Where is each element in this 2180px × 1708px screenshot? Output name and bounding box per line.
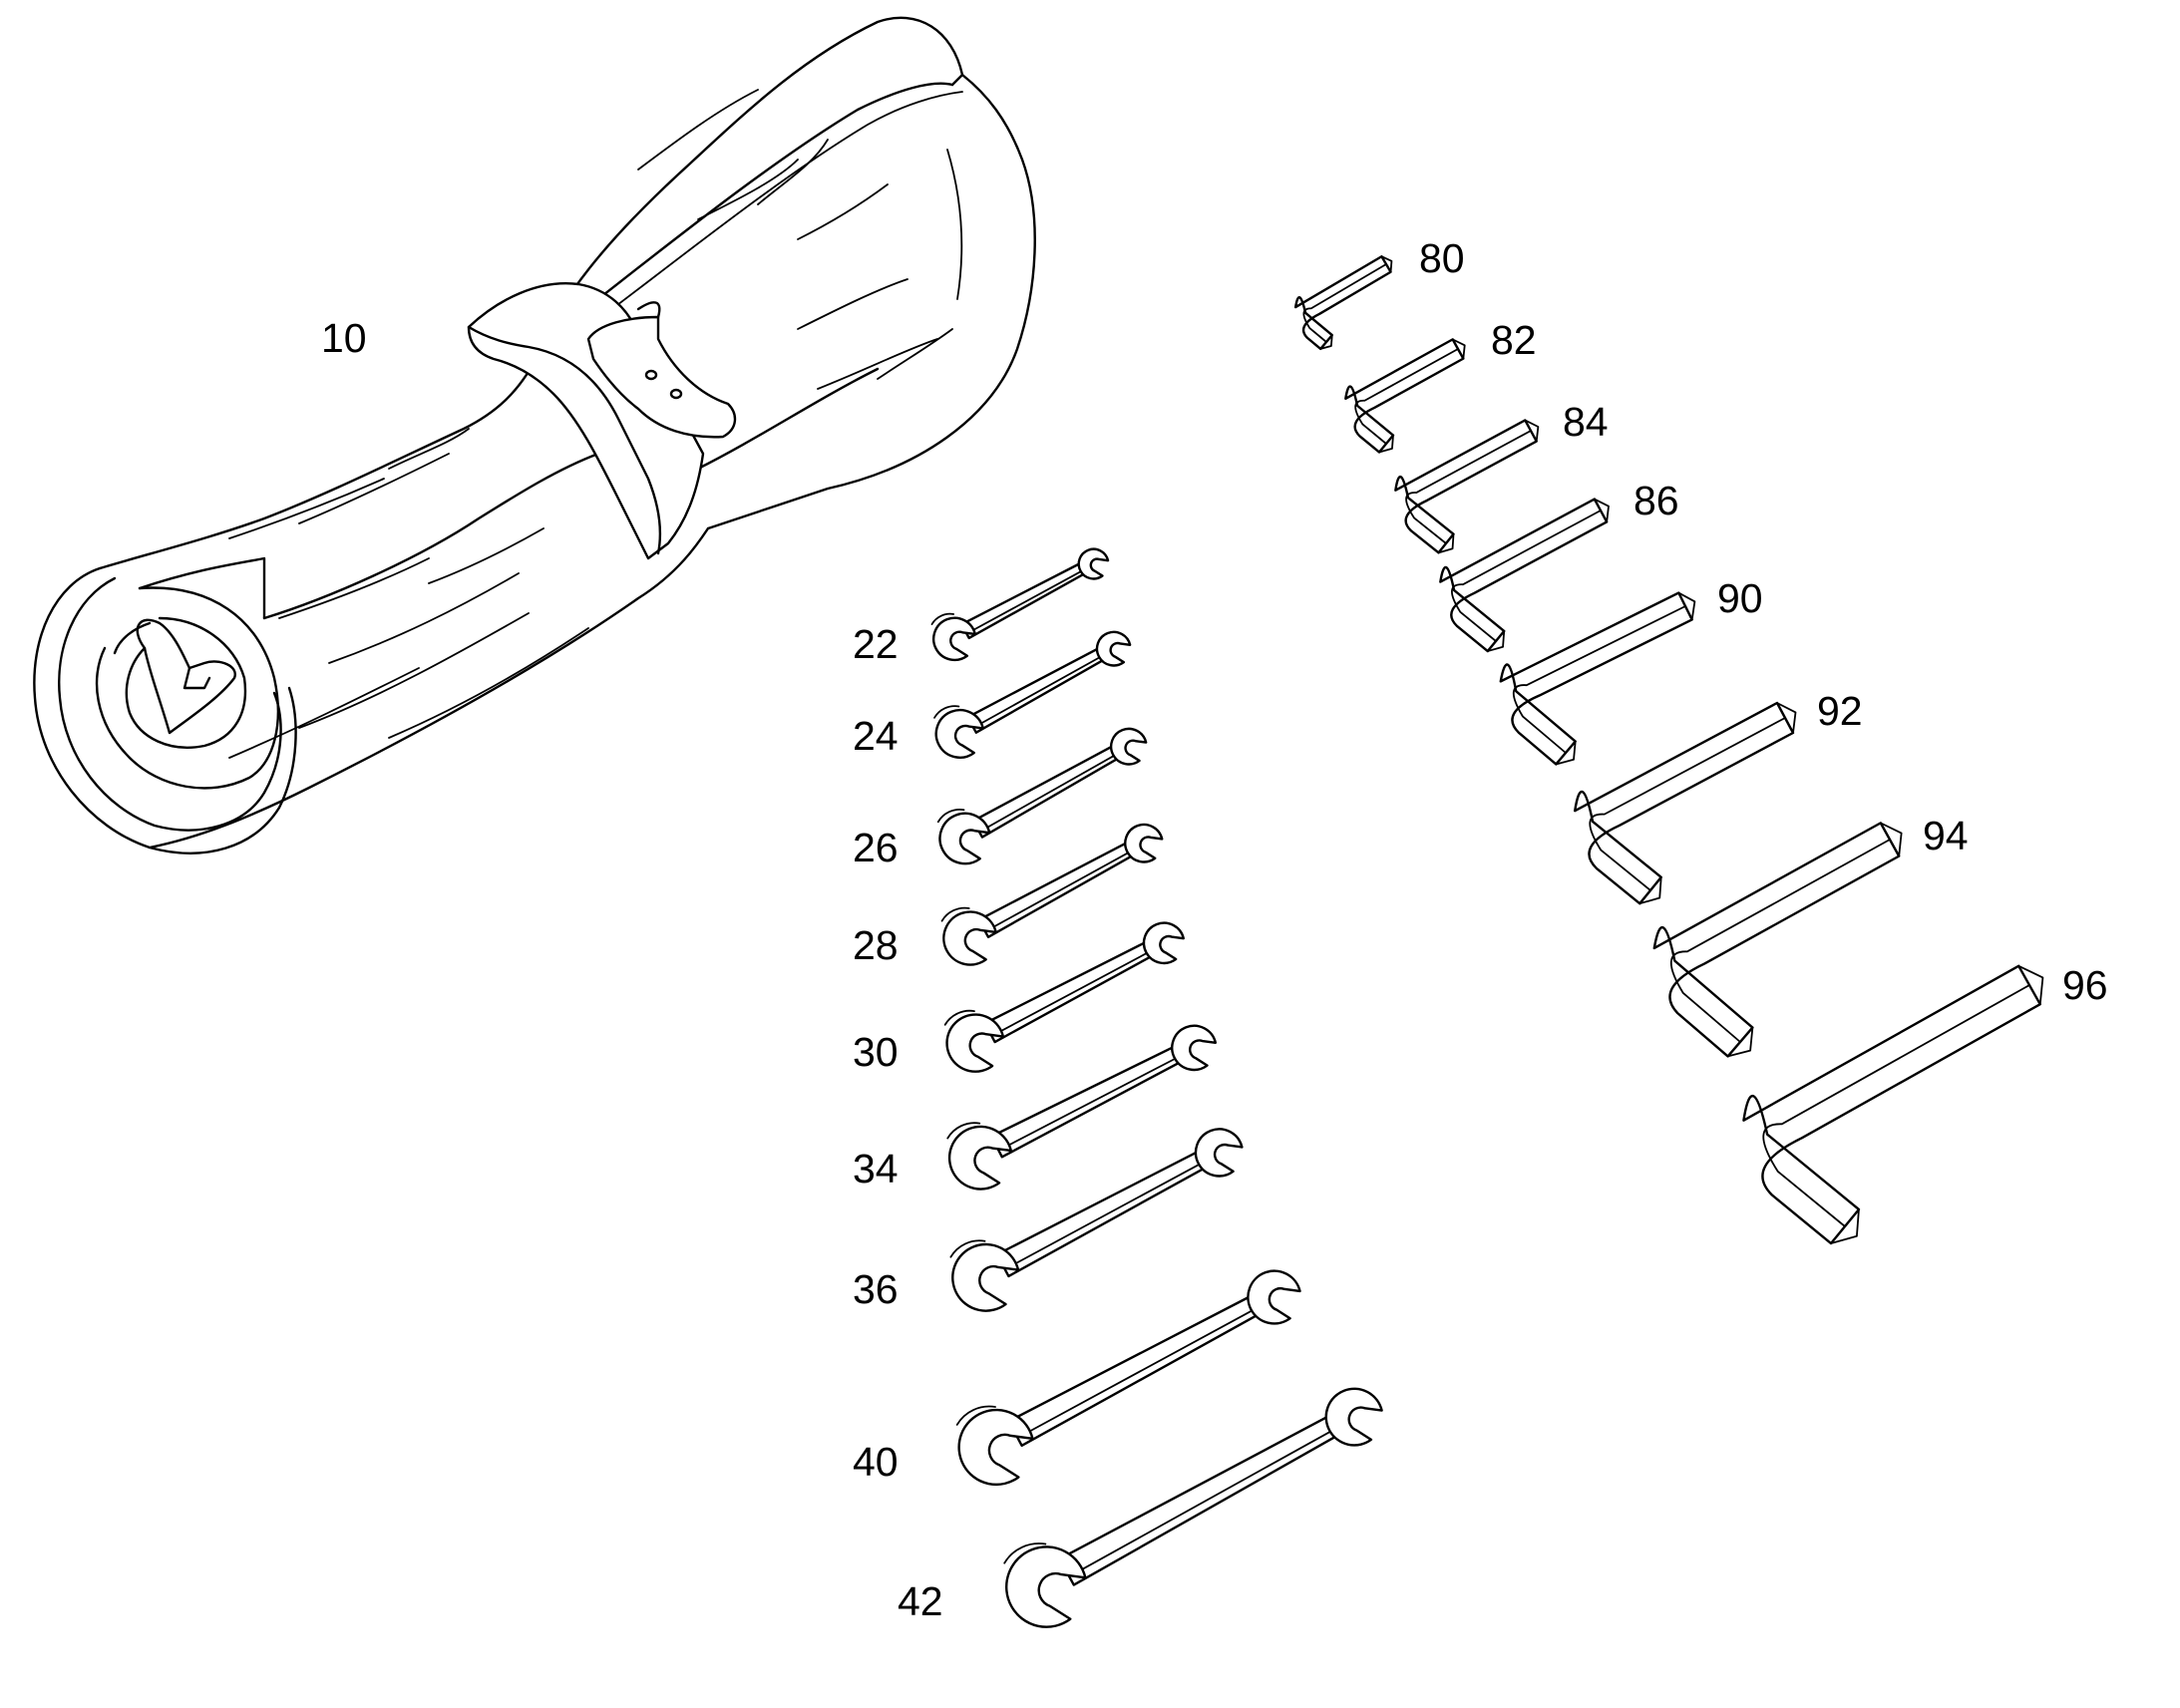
wrench-label: 36 <box>853 1266 899 1312</box>
hex-key-90: 90 <box>1499 575 1763 766</box>
roll-label: 10 <box>321 315 367 361</box>
hex-key-82: 82 <box>1344 317 1537 454</box>
wrench-label: 30 <box>853 1029 899 1075</box>
wrench-22: 22 <box>853 547 1110 667</box>
wrench-34: 34 <box>853 1024 1218 1192</box>
hex-key-92: 92 <box>1574 688 1863 905</box>
hex-key-set: 80 82 84 86 90 92 94 96 <box>1293 235 2108 1245</box>
wrench-40: 40 <box>853 1269 1301 1487</box>
hex-key-label: 84 <box>1563 399 1609 445</box>
hex-key-label: 96 <box>2062 962 2108 1008</box>
hex-key-label: 82 <box>1491 317 1537 363</box>
tool-roll: 10 <box>33 16 1036 854</box>
hex-key-label: 86 <box>1634 478 1679 523</box>
wrench-36: 36 <box>853 1128 1244 1312</box>
wrench-24: 24 <box>853 630 1132 759</box>
hex-key-label: 94 <box>1923 813 1969 858</box>
hex-key-86: 86 <box>1439 478 1679 653</box>
hex-key-94: 94 <box>1652 813 1969 1058</box>
wrench-label: 26 <box>853 825 899 870</box>
wrench-label: 28 <box>853 922 899 968</box>
wrench-30: 30 <box>853 921 1185 1075</box>
hex-key-label: 80 <box>1419 235 1465 281</box>
hex-key-label: 92 <box>1817 688 1863 734</box>
hex-key-80: 80 <box>1293 235 1465 351</box>
hex-key-96: 96 <box>1742 962 2108 1245</box>
wrench-28: 28 <box>853 823 1164 968</box>
hex-key-label: 90 <box>1717 575 1763 621</box>
wrench-label: 40 <box>853 1439 899 1485</box>
hex-key-84: 84 <box>1394 399 1609 554</box>
wrench-26: 26 <box>853 727 1148 870</box>
wrench-label: 24 <box>853 713 899 759</box>
open-end-wrench-set: 22 24 26 28 30 34 36 40 42 <box>853 547 1383 1628</box>
wrench-label: 42 <box>898 1578 943 1624</box>
wrench-label: 34 <box>853 1146 899 1192</box>
wrench-42: 42 <box>898 1387 1383 1628</box>
wrench-label: 22 <box>853 621 899 667</box>
